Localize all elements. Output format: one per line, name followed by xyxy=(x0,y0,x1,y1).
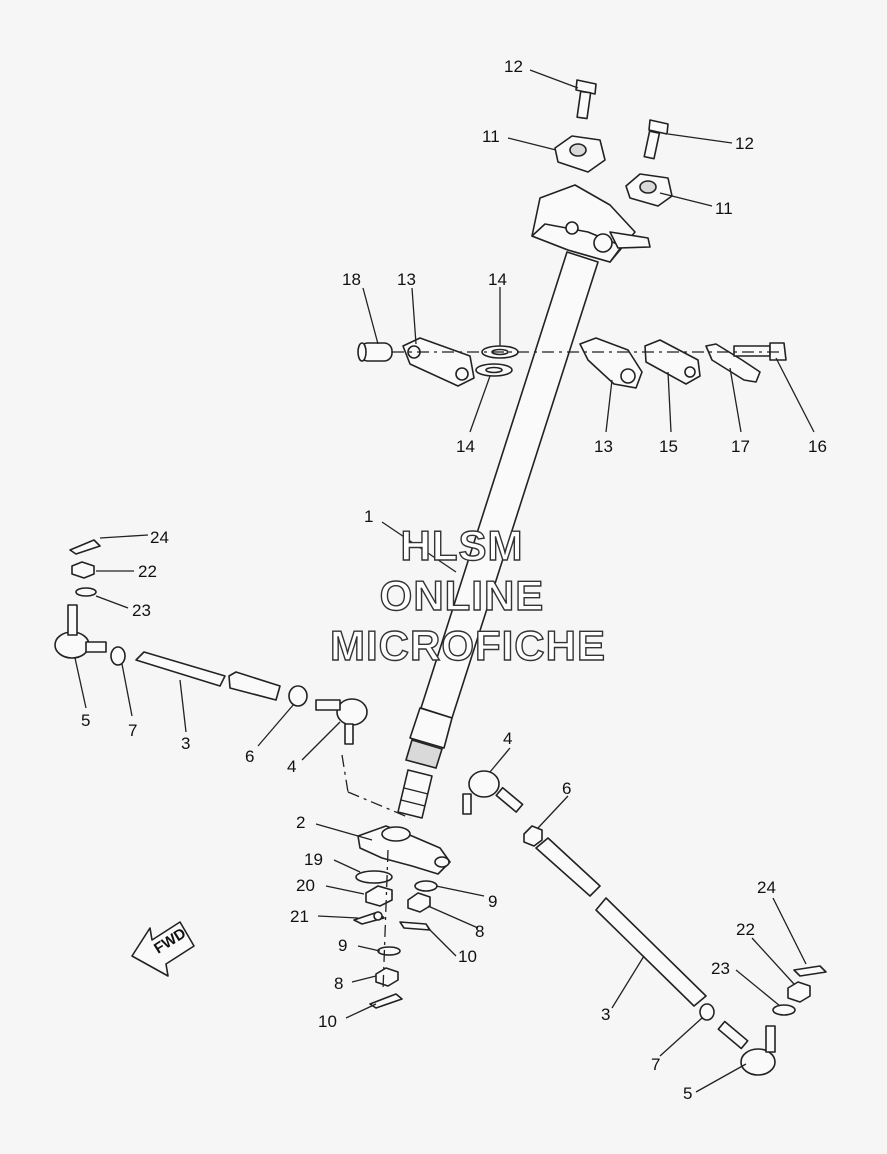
callout-10: 10 xyxy=(318,1012,337,1031)
locknut-7-right xyxy=(699,1003,715,1021)
watermark-line-3: MICROFICHE xyxy=(330,622,606,669)
cotter-pin-10-left xyxy=(369,993,403,1009)
washer-23-right xyxy=(772,1004,796,1016)
callout-8: 8 xyxy=(475,922,484,941)
callout-24: 24 xyxy=(757,878,776,897)
cotter-pin-10-right xyxy=(399,921,431,931)
cotter-pin-24-right xyxy=(793,965,827,977)
callout-3: 3 xyxy=(601,1005,610,1024)
cotter-pin-21 xyxy=(353,911,385,925)
callout-20: 20 xyxy=(296,876,315,895)
column-upper-bracket xyxy=(531,184,651,263)
clamp-bolt-right xyxy=(643,119,669,160)
clamp-half-13-right xyxy=(579,337,643,389)
cotter-pin-24-left xyxy=(69,539,101,555)
callout-8: 8 xyxy=(334,974,343,993)
washer-23-left xyxy=(75,587,97,597)
tie-rod-end-5-left xyxy=(54,604,107,659)
nut-8-right xyxy=(407,892,431,913)
fwd-arrow-icon: FWD xyxy=(131,921,195,977)
callout-4: 4 xyxy=(503,729,512,748)
callout-2: 2 xyxy=(296,813,305,832)
leader-lines xyxy=(74,69,815,1093)
washer-9-left xyxy=(377,946,401,956)
callout-7: 7 xyxy=(128,721,137,740)
callout-11: 11 xyxy=(715,199,733,218)
callout-23: 23 xyxy=(132,601,151,620)
callout-9: 9 xyxy=(338,936,347,955)
plate-15 xyxy=(644,339,701,385)
callout-21: 21 xyxy=(290,907,309,926)
callout-13: 13 xyxy=(397,270,416,289)
tie-rod-3-right xyxy=(535,837,707,1007)
callout-11: 11 xyxy=(482,127,500,146)
tie-rod-end-5-right xyxy=(717,1020,776,1076)
callout-23: 23 xyxy=(711,959,730,978)
center-line-left-end xyxy=(341,754,349,793)
washer-14-lower xyxy=(475,363,513,377)
upper-clamp-left xyxy=(554,135,606,173)
callout-15: 15 xyxy=(659,437,678,456)
callout-4: 4 xyxy=(287,757,296,776)
callout-9: 9 xyxy=(488,892,497,911)
callout-18: 18 xyxy=(342,270,361,289)
callout-5: 5 xyxy=(683,1084,692,1103)
nut-22-right xyxy=(787,981,811,1003)
tie-rod-end-4-right xyxy=(462,770,524,815)
nut-20 xyxy=(365,885,393,907)
callout-24: 24 xyxy=(150,528,169,547)
washer-19 xyxy=(355,870,393,884)
pitman-arm xyxy=(357,825,451,875)
callout-19: 19 xyxy=(304,850,323,869)
locknut-6-right xyxy=(523,825,543,847)
callout-16: 16 xyxy=(808,437,827,456)
locknut-6-left xyxy=(288,685,308,707)
steering-shaft xyxy=(397,251,599,819)
callouts: 12 11 12 11 18 13 14 14 13 15 17 16 1 24… xyxy=(81,57,827,1103)
collar-18 xyxy=(357,342,393,362)
callout-22: 22 xyxy=(138,562,157,581)
watermark-line-1: HLSM xyxy=(401,522,524,569)
watermark: HLSM ONLINE MICROFICHE xyxy=(329,521,606,669)
callout-6: 6 xyxy=(245,747,254,766)
watermark-line-2: ONLINE xyxy=(380,572,545,619)
tie-rod-3-left xyxy=(135,651,281,701)
center-line-left-end-2 xyxy=(347,791,411,819)
bracket-17 xyxy=(705,343,761,383)
nut-22-left xyxy=(71,561,95,579)
callout-22: 22 xyxy=(736,920,755,939)
callout-1: 1 xyxy=(364,507,373,526)
clamp-bolt-left xyxy=(575,79,597,120)
callout-5: 5 xyxy=(81,711,90,730)
clamp-half-13-left xyxy=(402,337,475,387)
callout-3: 3 xyxy=(181,734,190,753)
callout-10: 10 xyxy=(458,947,477,966)
nut-8-left xyxy=(375,967,399,987)
washer-9-right xyxy=(414,880,438,892)
callout-12: 12 xyxy=(735,134,754,153)
callout-13: 13 xyxy=(594,437,613,456)
upper-clamp-right xyxy=(625,173,673,207)
tie-rod-end-4-left xyxy=(315,698,368,745)
callout-17: 17 xyxy=(731,437,750,456)
callout-14: 14 xyxy=(456,437,475,456)
callout-12: 12 xyxy=(504,57,523,76)
callout-7: 7 xyxy=(651,1055,660,1074)
callout-6: 6 xyxy=(562,779,571,798)
locknut-7-left xyxy=(110,646,126,666)
callout-14: 14 xyxy=(488,270,507,289)
